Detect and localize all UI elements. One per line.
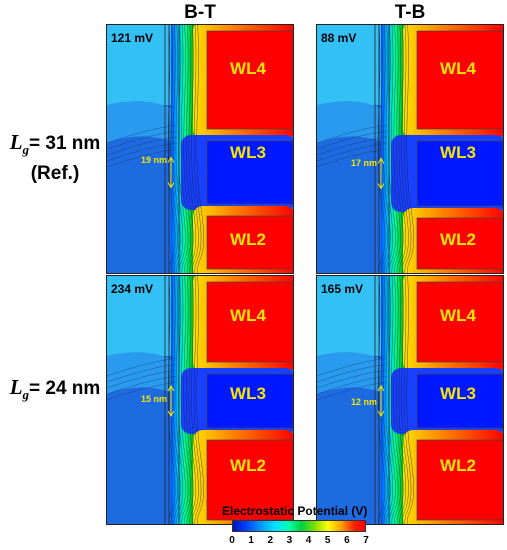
colorbar [232,520,366,532]
colorbar-tick: 0 [229,535,235,546]
wordline-wl3: WL3 [440,143,476,162]
dimension-label: 17 nm [351,158,378,168]
panel-t-b-31nm: 88 mV WL4 WL3 WL2 17 nm [316,24,504,274]
wordline-wl2: WL2 [440,456,476,475]
wordline-wl4: WL4 [230,306,266,325]
colorbar-tick: 4 [305,535,312,546]
colorbar-tick: 1 [248,535,254,546]
colorbar-tick: 5 [324,535,331,546]
wordline-wl2: WL2 [440,230,476,249]
potential-field [317,25,503,273]
ref-note: (Ref.) [30,162,80,184]
colorbar-tick: 3 [286,535,293,546]
potential-field [107,25,293,273]
wordline-wl2: WL2 [230,230,266,249]
potential-field [317,276,503,524]
column-title-b-t: B-T [184,2,216,23]
wordline-wl4: WL4 [440,306,476,325]
dimension-label: 12 nm [351,397,378,407]
wordline-wl4: WL4 [230,59,266,78]
dimension-label: 19 nm [141,155,168,165]
row-label-top: Lg= 31 nm (Ref.) [0,130,110,186]
wordline-wl3: WL3 [440,384,476,403]
row-label-bottom: Lg= 24 nm [9,375,101,402]
colorbar-title: Electrostatic Potential (V) [222,504,368,518]
colorbar-tick: 7 [363,535,369,546]
threshold-voltage-label: 234 mV [111,282,154,296]
potential-field [107,276,293,524]
wordline-wl4: WL4 [440,59,476,78]
panel-b-t-24nm: 234 mV WL4 WL3 WL2 15 nm [106,275,294,525]
panel-b-t-31nm: 121 mV WL4 WL3 WL2 19 nm [106,24,294,274]
threshold-voltage-label: 121 mV [111,31,154,45]
colorbar-tick: 6 [344,535,350,546]
dimension-label: 15 nm [141,394,168,404]
threshold-voltage-label: 88 mV [321,31,357,45]
colorbar-tick: 2 [267,535,274,546]
wordline-wl3: WL3 [230,384,266,403]
wordline-wl3: WL3 [230,143,266,162]
threshold-voltage-label: 165 mV [321,282,364,296]
panel-t-b-24nm: 165 mV WL4 WL3 WL2 12 nm [316,275,504,525]
column-title-t-b: T-B [394,2,426,23]
wordline-wl2: WL2 [230,456,266,475]
